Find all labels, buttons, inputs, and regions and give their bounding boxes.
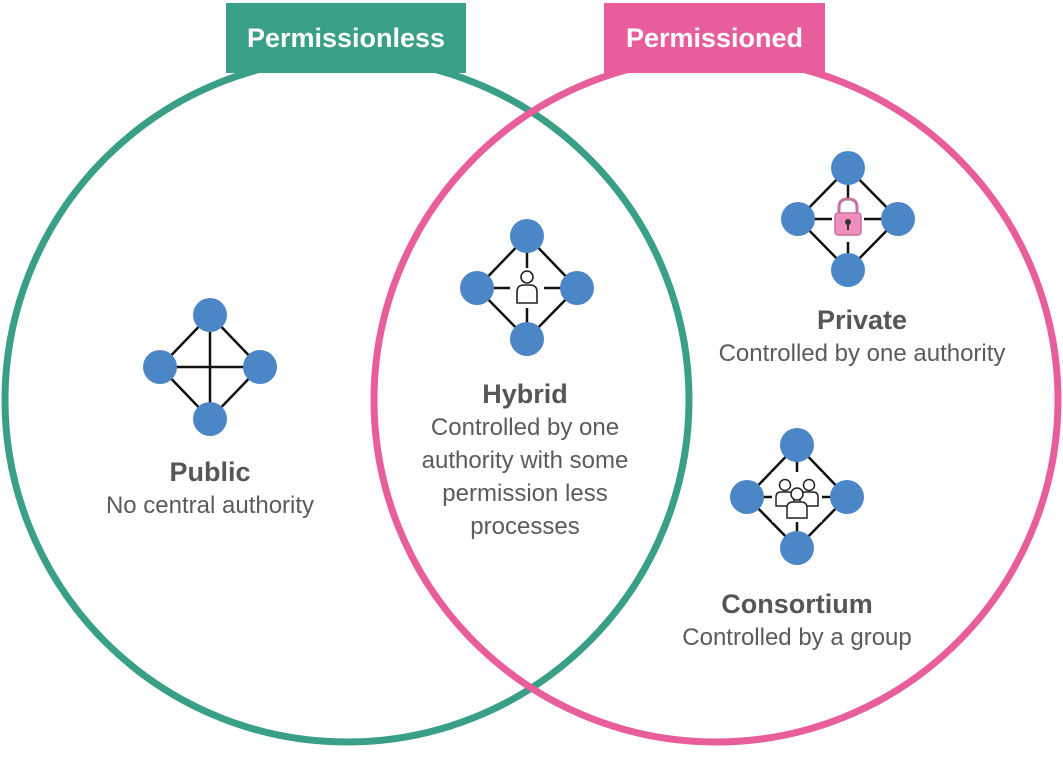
public-title: Public	[169, 457, 251, 487]
private-description: Controlled by one authority	[718, 340, 1006, 367]
network-person-icon	[460, 219, 594, 356]
network-lock-icon	[781, 151, 915, 287]
lock-icon	[834, 197, 862, 236]
permissionless-label-text: Permissionless	[246, 22, 446, 53]
private-title: Private	[816, 305, 908, 335]
consortium-region-text: Consortium Controlled by a group	[682, 587, 911, 654]
hybrid-description-line-1: Controlled by one	[430, 414, 620, 441]
public-description: No central authority	[105, 492, 315, 519]
network-group-icon	[730, 428, 864, 565]
hybrid-region-text: Hybrid Controlled by one authority with …	[422, 377, 629, 543]
hybrid-title: Hybrid	[482, 379, 568, 409]
permissioned-label-text: Permissioned	[625, 22, 804, 53]
consortium-description: Controlled by a group	[682, 624, 912, 651]
network-mesh-icon	[143, 298, 277, 436]
consortium-title: Consortium	[721, 589, 873, 619]
hybrid-description-line-3: permission less	[442, 480, 608, 507]
permissioned-label: Permissioned	[604, 3, 825, 73]
permissionless-label: Permissionless	[226, 3, 466, 73]
hybrid-description-line-2: authority with some	[421, 447, 629, 474]
person-icon	[516, 270, 538, 304]
group-icon	[775, 478, 819, 519]
hybrid-description-line-4: processes	[470, 513, 580, 540]
private-region-text: Private Controlled by one authority	[719, 303, 1006, 370]
public-region-text: Public No central authority	[106, 455, 314, 522]
